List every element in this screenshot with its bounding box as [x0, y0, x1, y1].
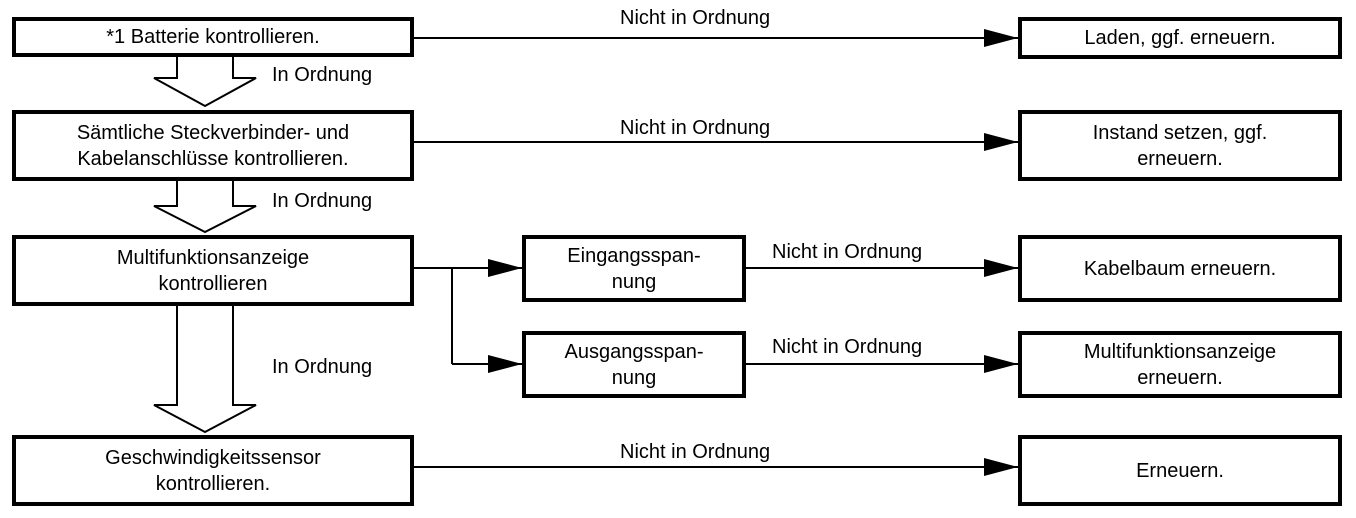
check-input-voltage-line1: Eingangsspan- [567, 244, 701, 267]
check-output-voltage-line2: nung [611, 366, 657, 389]
step-speed-sensor-line1: Geschwindigkeitssensor [105, 446, 321, 469]
action-input-voltage: Kabelbaum erneuern. [1018, 235, 1342, 302]
action-speed-sensor-text: Erneuern. [1136, 459, 1224, 482]
step-display-line2: kontrollieren [158, 272, 268, 295]
label-battery-not-ok: Nicht in Ordnung [620, 7, 771, 29]
step-speed-sensor: Geschwindigkeitssensor kontrollieren. [12, 435, 414, 506]
action-input-voltage-text: Kabelbaum erneuern. [1083, 257, 1277, 280]
check-output-voltage-line1: Ausgangsspan- [564, 340, 704, 363]
ok-arrow-2 [153, 179, 257, 234]
action-battery: Laden, ggf. erneuern. [1018, 17, 1342, 59]
step-display: Multifunktionsanzeige kontrollieren [12, 235, 414, 306]
step-connectors-line1: Sämtliche Steckverbinder- und [76, 121, 350, 144]
action-speed-sensor: Erneuern. [1018, 435, 1342, 506]
label-connectors-not-ok: Nicht in Ordnung [620, 117, 771, 139]
check-input-voltage-line2: nung [611, 270, 657, 293]
step-connectors-line2: Kabelanschlüsse kontrollieren. [77, 147, 349, 170]
branch-display-to-voltage-checks [414, 259, 522, 373]
action-output-voltage: Multifunktionsanzeige erneuern. [1018, 331, 1342, 398]
step-connectors: Sämtliche Steckverbinder- und Kabelansch… [12, 110, 414, 181]
label-ok-2: In Ordnung [272, 190, 373, 212]
action-connectors: Instand setzen, ggf. erneuern. [1018, 110, 1342, 181]
label-ok-1: In Ordnung [272, 64, 373, 86]
action-connectors-line1: Instand setzen, ggf. [1092, 121, 1268, 144]
label-ok-3: In Ordnung [272, 356, 373, 378]
action-connectors-line2: erneuern. [1137, 147, 1223, 170]
label-output-voltage-not-ok: Nicht in Ordnung [772, 336, 923, 358]
ok-arrow-1 [153, 55, 257, 108]
label-speed-sensor-not-ok: Nicht in Ordnung [620, 441, 771, 463]
step-battery: *1 Batterie kontrollieren. [12, 17, 414, 57]
ok-arrow-3 [153, 304, 257, 434]
action-battery-text: Laden, ggf. erneuern. [1084, 27, 1276, 49]
check-output-voltage: Ausgangsspan- nung [522, 331, 746, 398]
action-output-voltage-line2: erneuern. [1137, 366, 1223, 389]
action-output-voltage-line1: Multifunktionsanzeige [1083, 340, 1277, 363]
check-input-voltage: Eingangsspan- nung [522, 235, 746, 302]
step-speed-sensor-line2: kontrollieren. [155, 472, 271, 495]
step-battery-text: *1 Batterie kontrollieren. [106, 26, 320, 48]
label-input-voltage-not-ok: Nicht in Ordnung [772, 241, 923, 263]
step-display-line1: Multifunktionsanzeige [116, 246, 310, 269]
